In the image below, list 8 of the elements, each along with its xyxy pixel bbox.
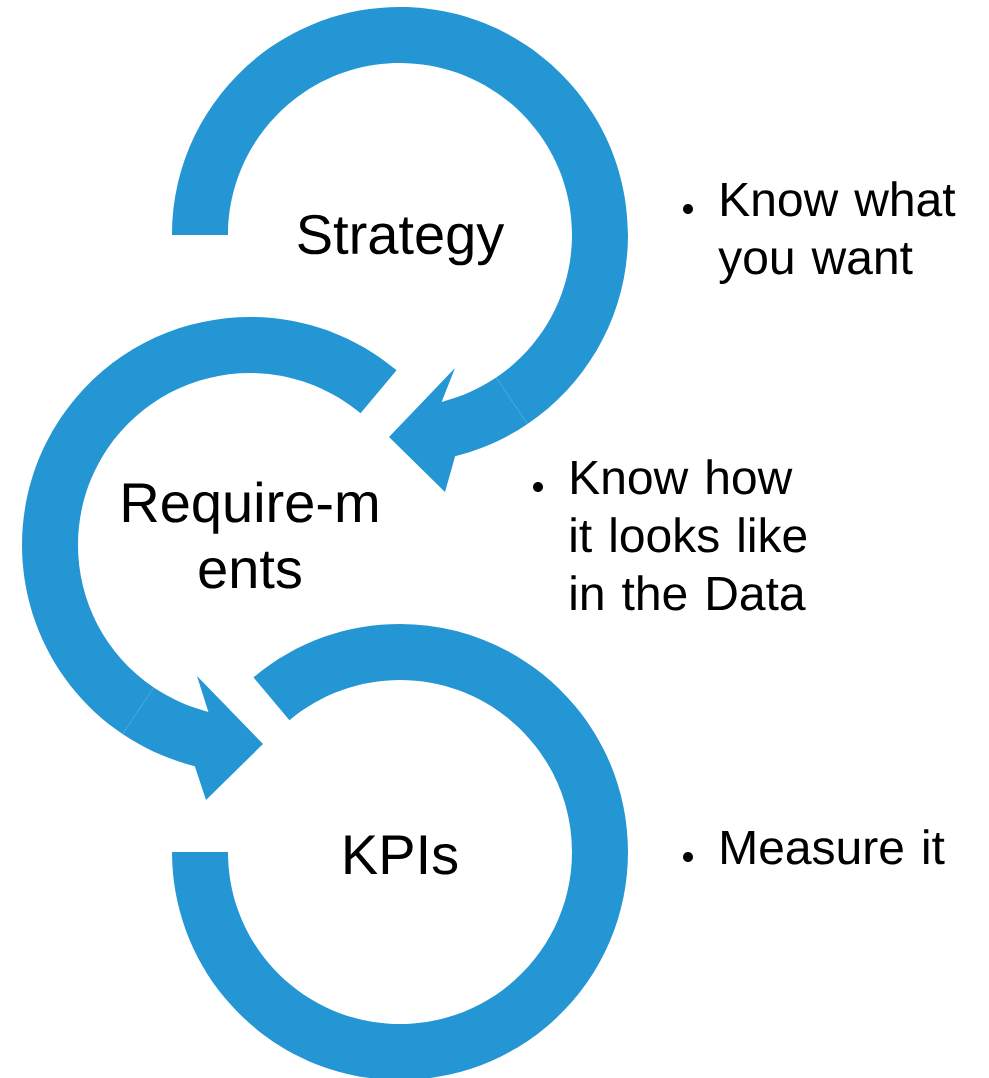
bullet-item: Measure it	[683, 829, 945, 865]
bullet-item: Know what you want	[683, 181, 956, 284]
curved-arrow	[122, 676, 263, 800]
curved-arrow	[389, 368, 528, 492]
circular-arrow-step: Strategy	[172, 7, 628, 425]
circular-arrow-step: Require-m ents	[22, 317, 397, 735]
bullet-item: Know how it looks like in the Data	[533, 459, 807, 611]
circular-arrow-step: KPIs	[172, 624, 628, 1078]
